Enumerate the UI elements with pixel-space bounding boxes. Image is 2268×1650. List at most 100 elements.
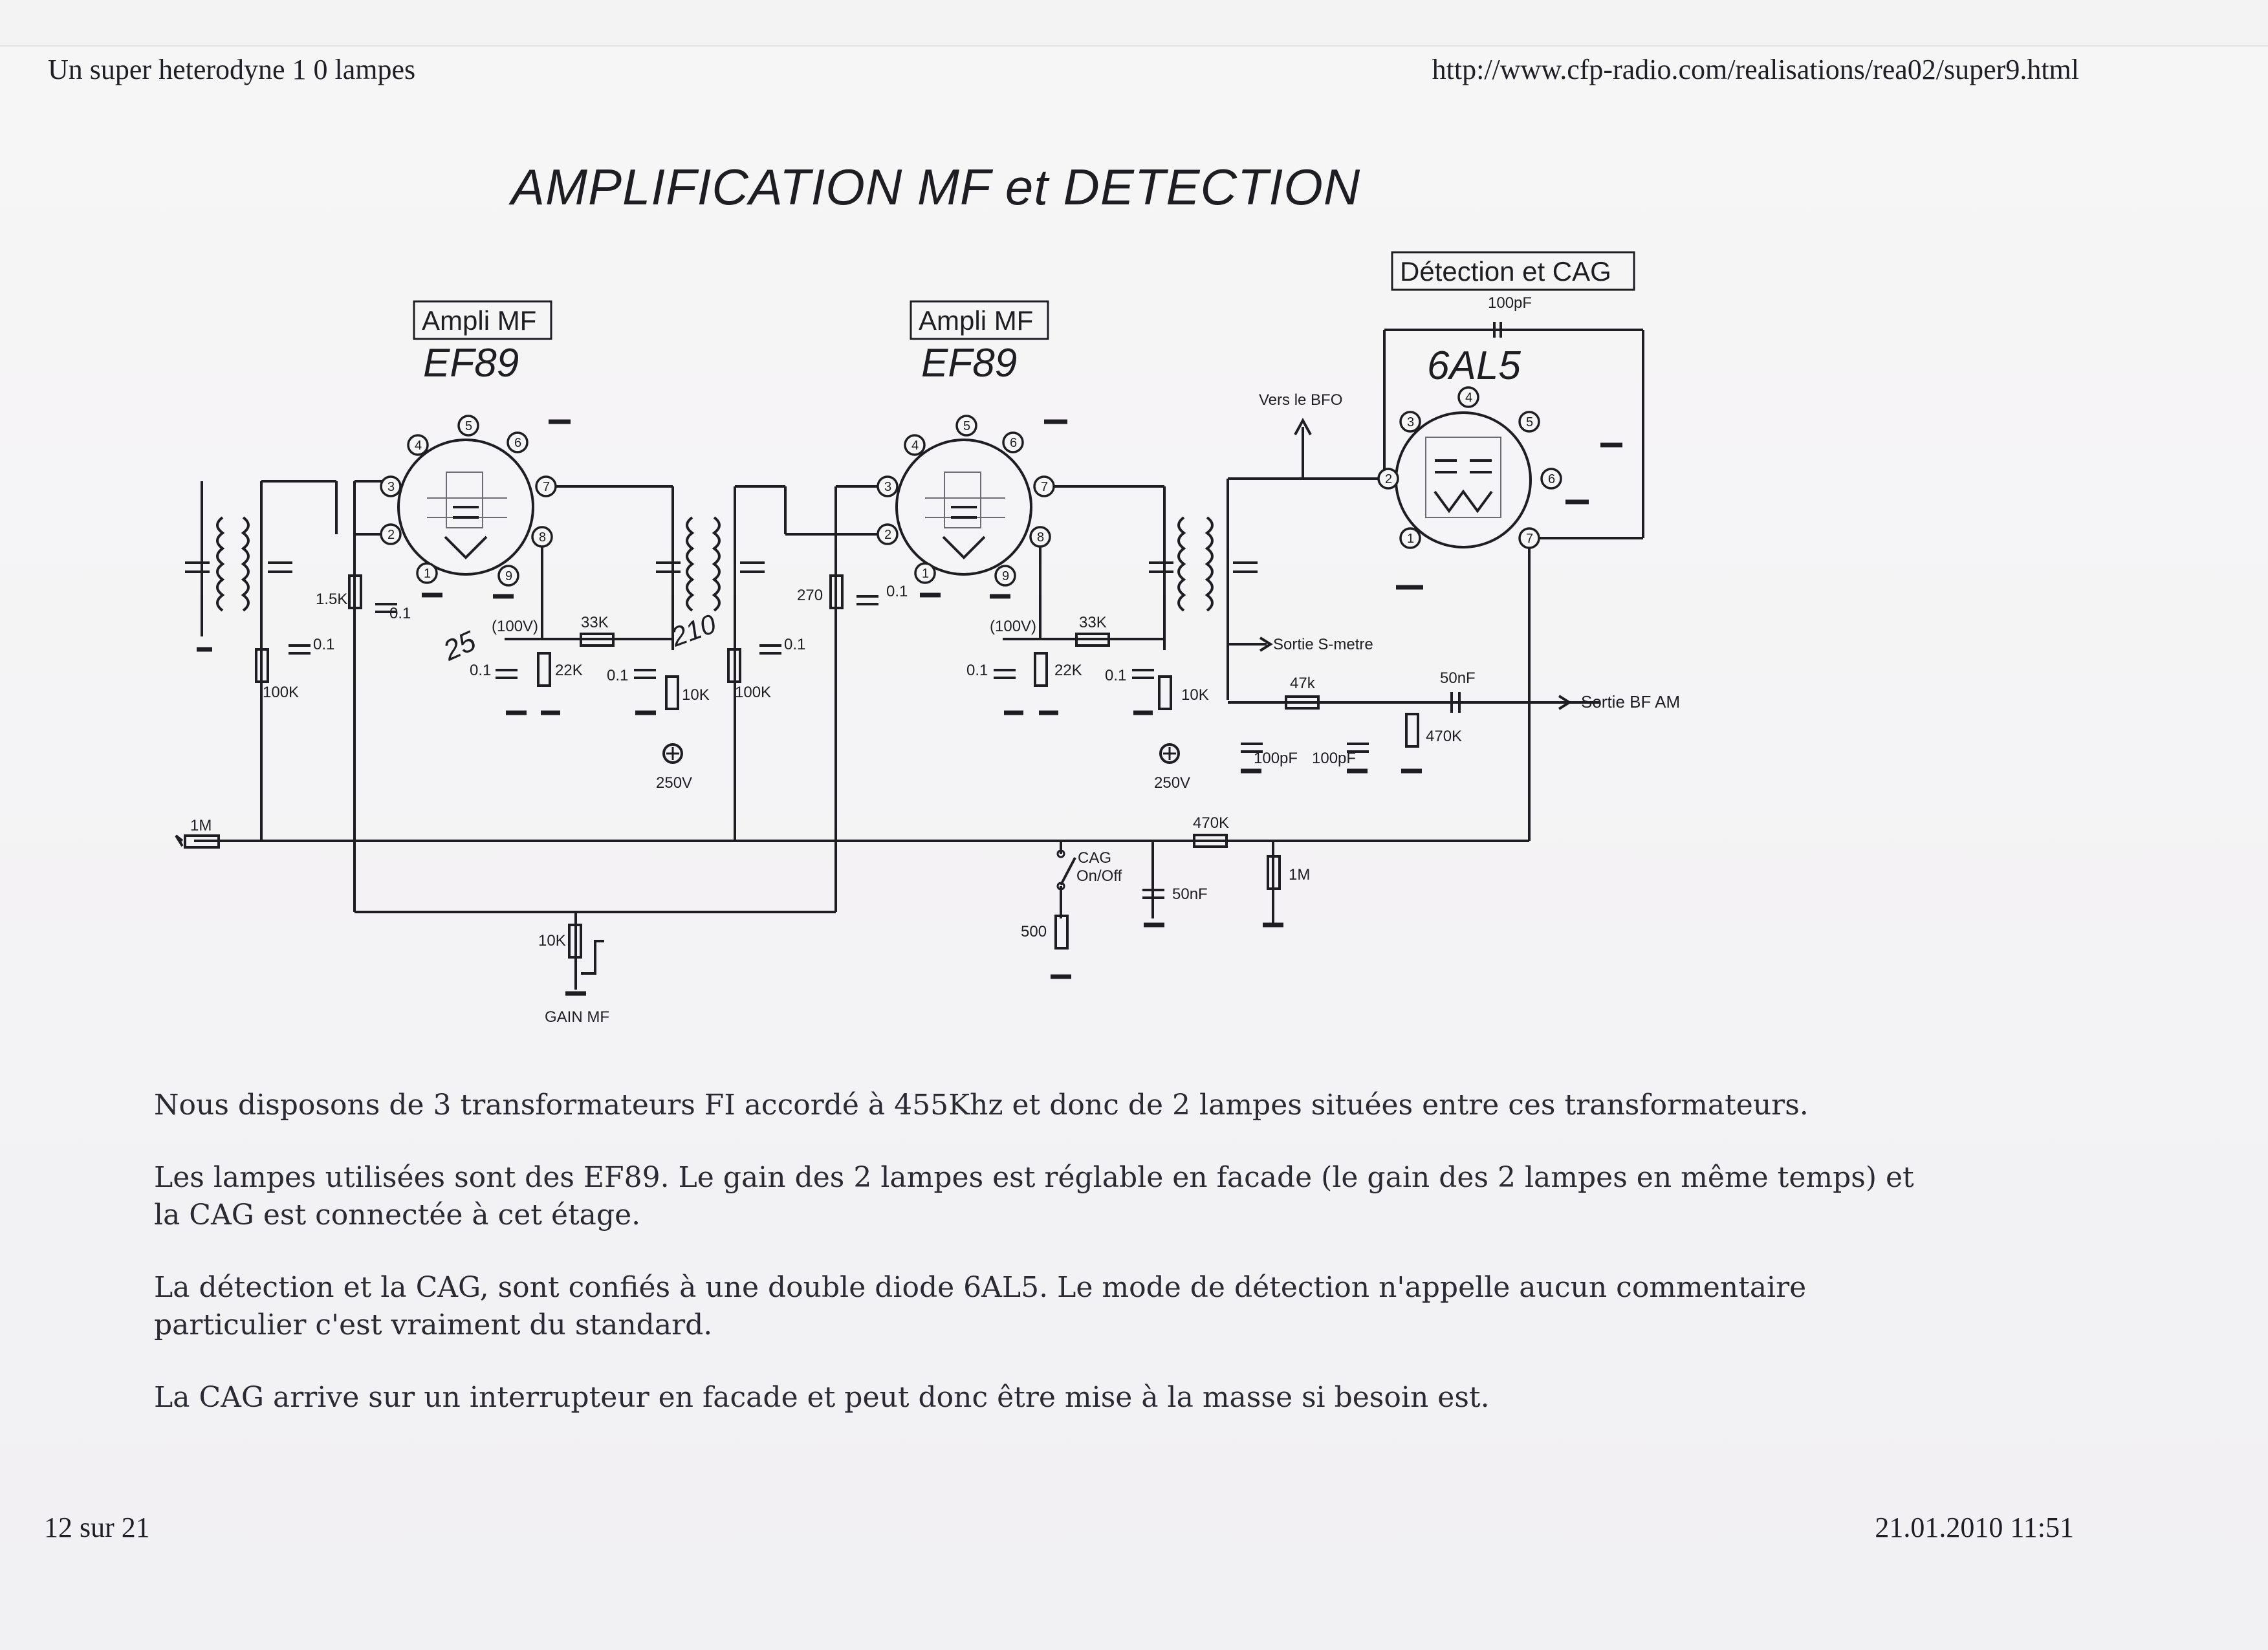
paragraph-3: La détection et la CAG, sont confiés à u… xyxy=(154,1271,1807,1341)
svg-text:1: 1 xyxy=(424,567,431,581)
svg-text:3: 3 xyxy=(884,480,891,494)
label-cag-switch: CAG xyxy=(1078,849,1111,867)
label-10k-a: 10K xyxy=(682,686,710,704)
svg-text:1: 1 xyxy=(1407,532,1414,546)
label-47k: 47k xyxy=(1290,675,1316,692)
svg-text:9: 9 xyxy=(1002,569,1009,583)
gain-potentiometer xyxy=(581,940,604,975)
svg-text:7: 7 xyxy=(1041,480,1048,494)
label-c-01-c: 0.1 xyxy=(470,662,491,679)
svg-text:6: 6 xyxy=(1548,472,1555,486)
label-c-01-a: 0.1 xyxy=(313,636,334,653)
label-500: 500 xyxy=(1021,923,1047,940)
label-100k-b: 100K xyxy=(735,684,771,701)
svg-text:7: 7 xyxy=(1526,532,1533,546)
tube3-label: Détection et CAG xyxy=(1400,256,1611,287)
tube-pin-numbers: 4 5 6 7 8 9 1 2 3 4 5 6 7 8 9 1 2 3 4 3 5 2 6 1 7 xyxy=(387,391,1555,583)
handwritten-note-b: 210 xyxy=(666,608,720,653)
svg-text:7: 7 xyxy=(543,480,550,494)
label-100v-a: (100V) xyxy=(492,618,538,635)
cag-switch-symbol xyxy=(1056,849,1076,891)
paper-sheet xyxy=(0,45,2268,1650)
svg-text:8: 8 xyxy=(1037,530,1044,545)
svg-text:8: 8 xyxy=(539,530,546,545)
label-100k-a: 100K xyxy=(263,684,299,701)
tube2-name: EF89 xyxy=(921,341,1017,385)
page-counter: 12 sur 21 xyxy=(44,1512,150,1543)
label-c-01-h: 0.1 xyxy=(1105,667,1126,684)
tube-pins xyxy=(380,386,1562,587)
tube1-name: EF89 xyxy=(423,341,519,385)
supply-symbols xyxy=(662,743,1180,764)
header-url: http://www.cfp-radio.com/realisations/re… xyxy=(1432,54,2079,85)
label-100v-b: (100V) xyxy=(990,618,1036,635)
label-22k-a: 22K xyxy=(555,662,583,679)
label-sortie-bf: Sortie BF AM xyxy=(1581,692,1680,711)
tube1-label-box xyxy=(413,300,552,340)
label-1m-cag: 1M xyxy=(1289,866,1310,884)
tube3-envelope xyxy=(1395,411,1532,548)
tube2-label-box xyxy=(910,300,1049,340)
label-100pf-b: 100pF xyxy=(1312,750,1356,767)
svg-text:6: 6 xyxy=(1010,436,1017,450)
label-22k-b: 22K xyxy=(1054,662,1082,679)
article-body: Nous disposons de 3 transformateurs FI a… xyxy=(154,1087,1939,1451)
label-250v-a: 250V xyxy=(656,774,692,792)
label-10k-gain: 10K xyxy=(538,932,566,950)
label-c-01-e: 0.1 xyxy=(784,636,805,653)
tube1-envelope xyxy=(397,439,534,576)
ground-symbols xyxy=(197,419,1622,996)
component-labels: 1M 1.5K 0.1 0.1 100K (100V) 0.1 22K 33K … xyxy=(190,294,1680,1026)
paragraph-4: La CAG arrive sur un interrupteur en fac… xyxy=(154,1381,1490,1414)
label-sortie-smetre: Sortie S-metre xyxy=(1273,636,1373,653)
svg-text:2: 2 xyxy=(387,528,395,542)
svg-text:9: 9 xyxy=(505,569,512,583)
schematic-wiring xyxy=(175,322,1644,990)
label-33k-b: 33K xyxy=(1079,614,1107,631)
label-470k-out: 470K xyxy=(1426,728,1462,745)
label-270: 270 xyxy=(797,587,823,604)
schematic-title: AMPLIFICATION MF et DETECTION xyxy=(508,158,1360,215)
svg-text:4: 4 xyxy=(911,439,919,453)
tube3-name: 6AL5 xyxy=(1427,343,1521,388)
svg-text:6: 6 xyxy=(514,436,521,450)
label-100pf-top: 100pF xyxy=(1488,294,1532,312)
label-50nf-out: 50nF xyxy=(1440,669,1476,687)
svg-text:3: 3 xyxy=(387,480,395,494)
svg-text:5: 5 xyxy=(1526,415,1533,429)
label-10k-b: 10K xyxy=(1181,686,1209,704)
label-gain-mf: GAIN MF xyxy=(545,1008,609,1026)
label-250v-b: 250V xyxy=(1154,774,1190,792)
svg-text:5: 5 xyxy=(465,419,472,433)
print-timestamp: 21.01.2010 11:51 xyxy=(1875,1512,2074,1543)
paragraph-1: Nous disposons de 3 transformateurs FI a… xyxy=(154,1089,1809,1122)
resistor-bodies xyxy=(184,574,1419,959)
tube2-label: Ampli MF xyxy=(919,305,1033,336)
capacitor-plates xyxy=(289,595,1461,899)
label-c-01-g: 0.1 xyxy=(966,662,988,679)
tube2-envelope xyxy=(895,439,1032,576)
label-cag-switch-2: On/Off xyxy=(1076,867,1122,885)
paragraph-2: Les lampes utilisées sont des EF89. Le g… xyxy=(154,1161,1914,1232)
svg-text:2: 2 xyxy=(1385,472,1392,486)
label-470k-cag: 470K xyxy=(1193,814,1229,832)
label-c-01-d: 0.1 xyxy=(607,667,628,684)
svg-text:4: 4 xyxy=(1465,391,1472,405)
label-1m-in: 1M xyxy=(190,817,212,834)
header-title: Un super heterodyne 1 0 lampes xyxy=(48,54,416,85)
svg-text:2: 2 xyxy=(884,528,891,542)
label-c-01-b: 0.1 xyxy=(389,605,411,622)
svg-text:5: 5 xyxy=(963,419,970,433)
label-1k5: 1.5K xyxy=(316,591,347,608)
label-50nf-cag: 50nF xyxy=(1172,885,1208,903)
label-33k-a: 33K xyxy=(581,614,609,631)
tube1-label: Ampli MF xyxy=(422,305,536,336)
tube3-label-box xyxy=(1391,251,1635,291)
label-100pf-a: 100pF xyxy=(1254,750,1298,767)
svg-text:1: 1 xyxy=(922,567,929,581)
label-vers-bfo: Vers le BFO xyxy=(1259,391,1342,409)
svg-text:3: 3 xyxy=(1407,415,1414,429)
svg-text:4: 4 xyxy=(415,439,422,453)
label-c-01-f: 0.1 xyxy=(886,583,908,600)
